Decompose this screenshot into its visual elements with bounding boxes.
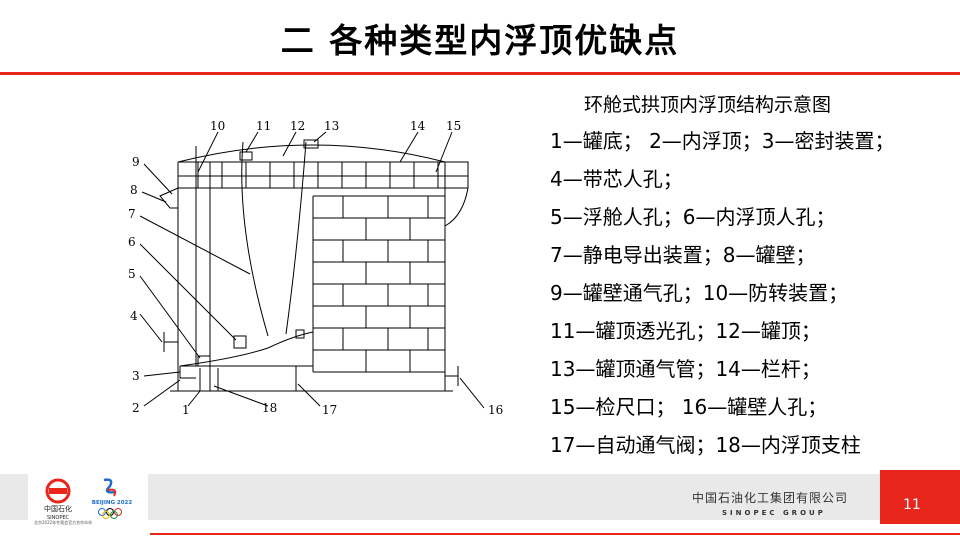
callout-labels: 10 11 12 13 14 15 9 8 7 6 5 4 3 2 1 18 1… xyxy=(128,119,503,417)
olympic-emblem-text: BEIJING 2022 xyxy=(92,500,133,506)
legend-item: 13—罐顶通气管；14—栏杆； xyxy=(550,357,821,381)
legend-item: 4—带芯人孔； xyxy=(550,167,683,191)
legend-item: 7—静电导出装置；8—罐壁； xyxy=(550,243,816,267)
legend-item: 5—浮舱人孔；6—内浮顶人孔； xyxy=(550,205,836,229)
callout-15: 15 xyxy=(446,119,461,133)
manhole-6 xyxy=(233,335,247,349)
tank-structure-diagram: 10 11 12 13 14 15 9 8 7 6 5 4 3 2 1 18 1… xyxy=(128,119,503,417)
callout-3: 3 xyxy=(132,369,140,383)
logo-area xyxy=(28,474,148,526)
company-name-en: SINOPEC GROUP xyxy=(722,509,826,517)
partner-text: 北京2022年冬奥会官方合作伙伴 xyxy=(34,520,93,525)
callout-13: 13 xyxy=(324,119,339,133)
callout-16: 16 xyxy=(488,403,503,417)
callout-18: 18 xyxy=(262,401,277,415)
sinopec-logo-text: 中国石化 xyxy=(44,504,72,513)
sinopec-logo-text-en: SINOPEC xyxy=(47,515,69,521)
callout-17: 17 xyxy=(322,403,337,417)
callout-10: 10 xyxy=(210,119,225,133)
title-underline xyxy=(0,72,960,75)
callout-7: 7 xyxy=(128,207,136,221)
bottom-rule xyxy=(150,533,960,535)
static-conductor xyxy=(241,141,269,337)
legend-item: 1—罐底； 2—内浮顶；3—密封装置； xyxy=(550,129,895,153)
sinopec-logo-icon: 中国石化 SINOPEC xyxy=(44,478,72,521)
callout-14: 14 xyxy=(410,119,426,133)
legend-item: 17—自动通气阀；18—内浮顶支柱 xyxy=(550,433,861,457)
legend-item: 11—罐顶透光孔；12—罐顶； xyxy=(550,319,821,343)
callout-9: 9 xyxy=(132,155,140,169)
callout-6: 6 xyxy=(128,235,136,249)
callout-8: 8 xyxy=(130,183,138,197)
callout-1: 1 xyxy=(182,403,190,417)
company-name: 中国石油化工集团有限公司 xyxy=(692,491,849,505)
callout-12: 12 xyxy=(290,119,305,133)
railing-posts xyxy=(178,162,468,188)
callout-2: 2 xyxy=(132,401,140,415)
tank-roof xyxy=(177,144,446,163)
page-number: 11 xyxy=(903,497,921,513)
legend-item: 9—罐壁通气孔；10—防转装置； xyxy=(550,281,849,305)
legend-item: 15—检尺口； 16—罐壁人孔； xyxy=(550,395,828,419)
brick-section xyxy=(312,195,445,373)
manhole-4 xyxy=(163,332,178,352)
callout-4: 4 xyxy=(130,309,138,323)
page-title: 二 各种类型内浮顶优缺点 xyxy=(280,21,680,60)
inner-floating-roof xyxy=(179,331,314,367)
manhole-16 xyxy=(445,366,459,386)
vent-valve-17 xyxy=(295,329,305,339)
manhole-5 xyxy=(197,355,211,367)
callout-11: 11 xyxy=(256,119,271,133)
legend-list: 1—罐底； 2—内浮顶；3—密封装置； 4—带芯人孔； 5—浮舱人孔；6—内浮顶… xyxy=(550,127,950,469)
diagram-caption: 环舱式拱顶内浮顶结构示意图 xyxy=(584,94,832,116)
callout-5: 5 xyxy=(128,267,136,281)
vent-pipe-13 xyxy=(303,139,319,149)
leader-lines xyxy=(139,131,485,409)
page-number-box xyxy=(880,470,960,524)
beijing-2022-emblem-icon: BEIJING 2022 xyxy=(92,478,133,519)
